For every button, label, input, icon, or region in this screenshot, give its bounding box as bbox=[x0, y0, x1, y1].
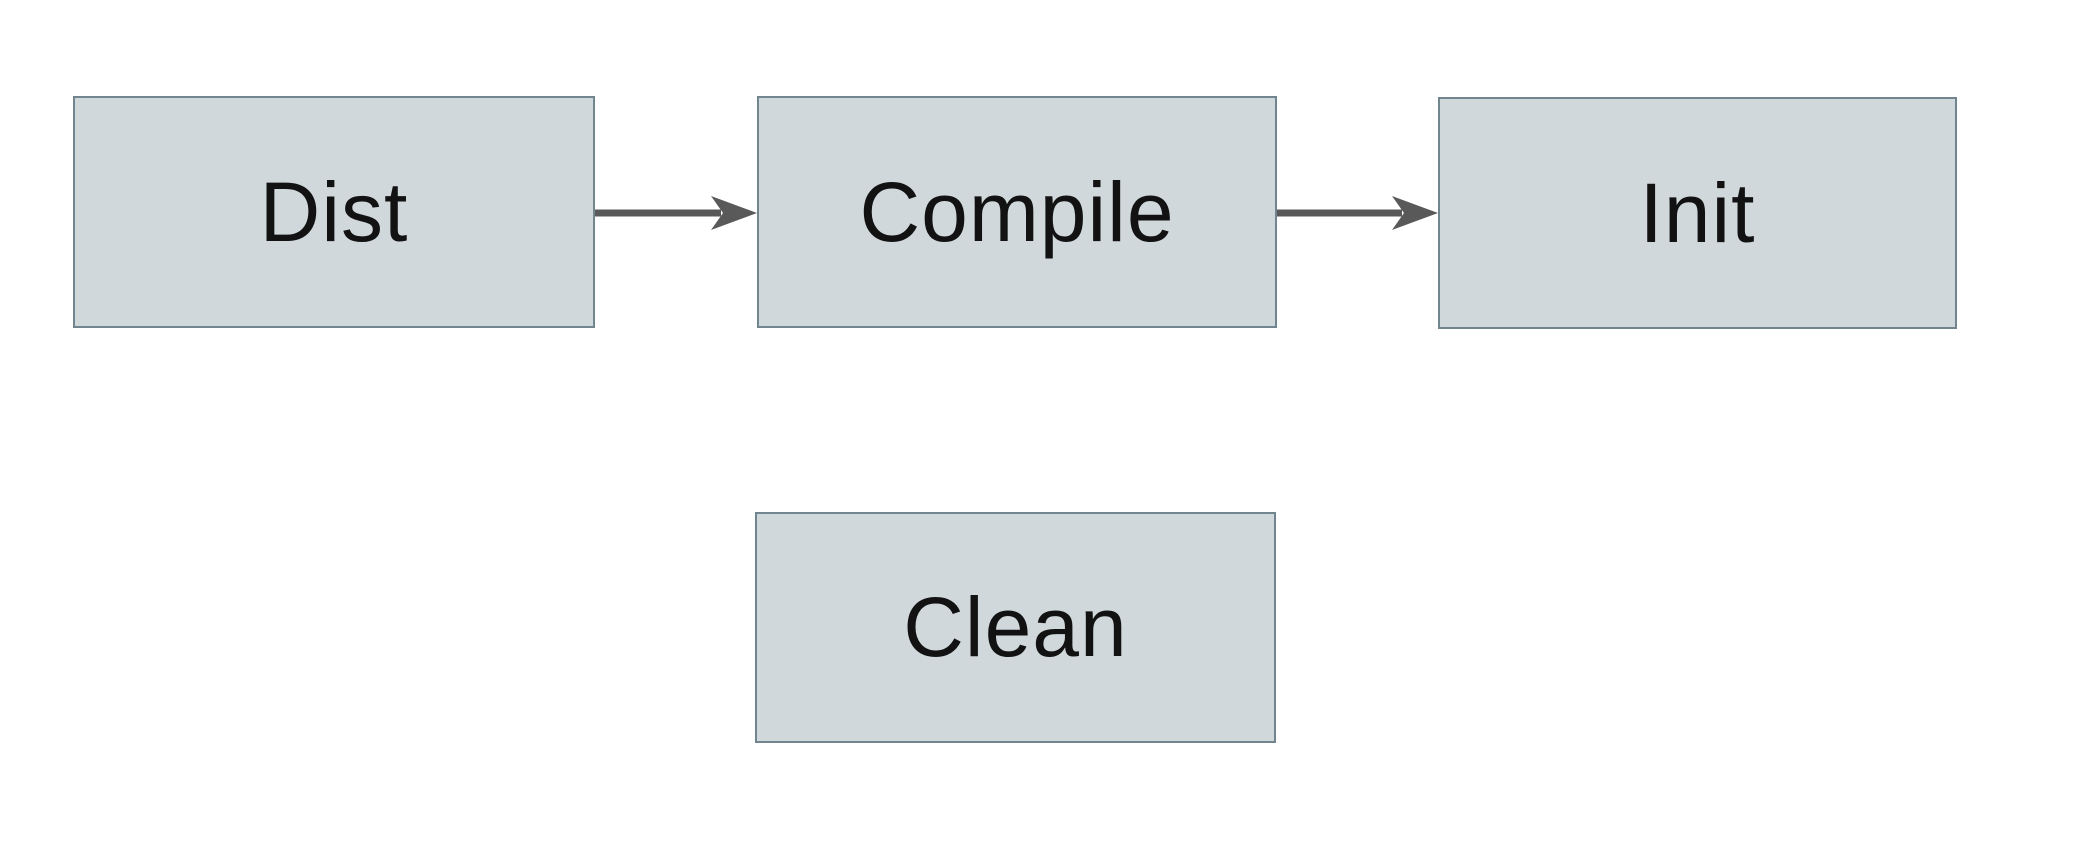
node-init-label: Init bbox=[1639, 165, 1756, 260]
arrow-dist-to-compile[interactable] bbox=[595, 193, 757, 233]
node-compile-label: Compile bbox=[859, 164, 1175, 259]
node-clean[interactable]: Clean bbox=[755, 512, 1276, 743]
node-dist-label: Dist bbox=[259, 164, 409, 259]
node-compile[interactable]: Compile bbox=[757, 96, 1277, 328]
arrow-head-icon bbox=[1392, 196, 1438, 230]
node-clean-label: Clean bbox=[903, 580, 1128, 674]
node-dist[interactable]: Dist bbox=[73, 96, 595, 328]
arrow-compile-to-init[interactable] bbox=[1277, 193, 1438, 233]
arrow-head-icon bbox=[711, 196, 757, 230]
node-init[interactable]: Init bbox=[1438, 97, 1957, 329]
